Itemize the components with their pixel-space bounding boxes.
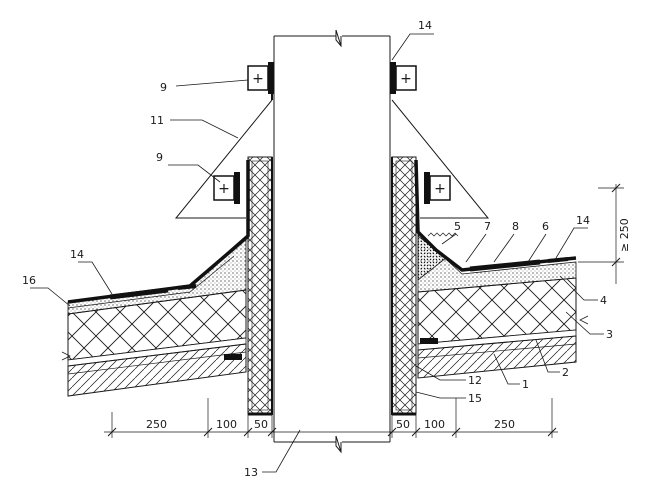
leader-lines (30, 33, 604, 473)
callout-5: 5 (454, 220, 461, 233)
pipe (273, 29, 391, 454)
callout-1: 1 (522, 378, 529, 391)
callout-7: 7 (484, 220, 491, 233)
callout-labels: 14 9 11 9 14 16 5 7 8 6 14 4 3 2 1 12 15… (22, 19, 613, 479)
callout-13: 13 (244, 466, 258, 479)
callout-11: 11 (150, 114, 164, 127)
callout-14-top: 14 (418, 19, 432, 32)
break-marks (61, 315, 589, 361)
clamp-lower-left: + (213, 172, 240, 204)
callout-14-right: 14 (576, 214, 590, 227)
roof-section-left (67, 160, 250, 397)
callout-4: 4 (600, 294, 607, 307)
pipe-insulation-left (247, 156, 273, 416)
apron-cone-right (391, 99, 490, 219)
dim-left-100: 100 (216, 418, 237, 431)
clamp-upper-left: + (247, 62, 274, 94)
clamp-symbol: + (400, 71, 412, 87)
roof-section-right (414, 159, 577, 379)
dim-vertical-250: ≥ 250 (618, 218, 631, 252)
callout-2: 2 (562, 366, 569, 379)
callout-12: 12 (468, 374, 482, 387)
callout-9-upper: 9 (160, 81, 167, 94)
dim-right-100: 100 (424, 418, 445, 431)
clamp-upper-right: + (390, 62, 417, 94)
clamp-symbol: + (434, 181, 446, 197)
callout-8: 8 (512, 220, 519, 233)
callout-14-left: 14 (70, 248, 84, 261)
callout-9-lower: 9 (156, 151, 163, 164)
callout-3: 3 (606, 328, 613, 341)
dimension-labels: 250 100 50 50 100 250 ≥ 250 (146, 218, 631, 431)
dimension-lines (104, 183, 624, 438)
dim-left-50: 50 (254, 418, 268, 431)
dim-right-50: 50 (396, 418, 410, 431)
callout-6: 6 (542, 220, 549, 233)
callout-15: 15 (468, 392, 482, 405)
clamp-symbol: + (252, 71, 264, 87)
clamp-symbol: + (218, 181, 230, 197)
dim-right-250: 250 (494, 418, 515, 431)
clamp-lower-right: + (424, 172, 451, 204)
callout-16: 16 (22, 274, 36, 287)
pipe-insulation-right (391, 156, 417, 416)
dim-left-250: 250 (146, 418, 167, 431)
